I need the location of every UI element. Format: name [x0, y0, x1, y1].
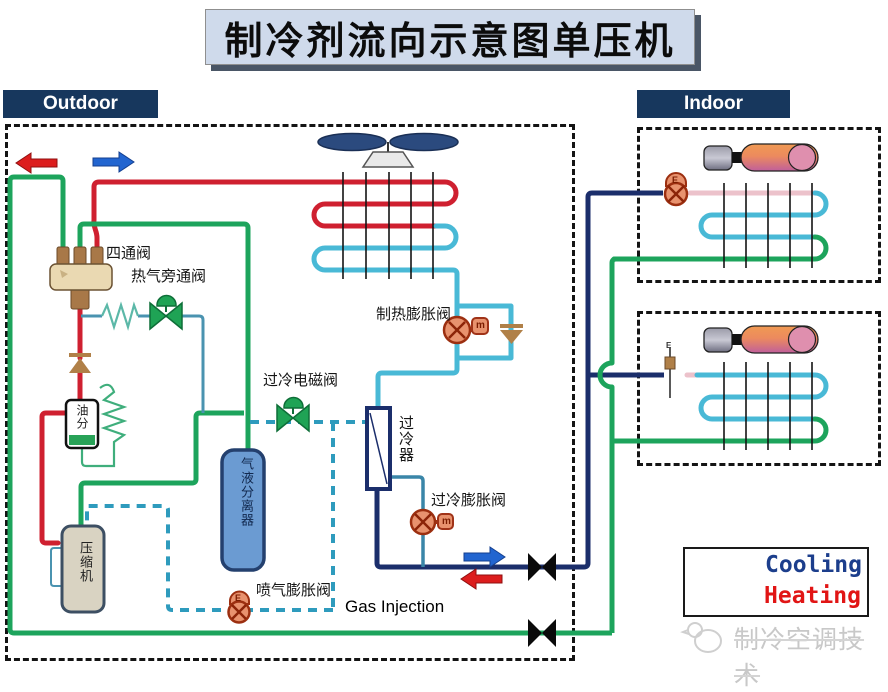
- refrigerant-schematic: [7, 132, 829, 653]
- oil-separator-label: 油分: [75, 404, 89, 430]
- heating-arrow-mid: [460, 568, 503, 590]
- subcool-expansion-valve: [409, 508, 454, 536]
- subcooler: [365, 406, 392, 491]
- indoor1-valve-e-label: E: [672, 175, 679, 185]
- hot-gas-bypass-line: [81, 314, 205, 413]
- watermark-text: 制冷空调技术: [734, 625, 865, 690]
- outdoor-fan: [317, 132, 459, 168]
- indoor1-coil: [611, 190, 829, 262]
- heating-expansion-valve: [442, 315, 489, 345]
- suction-green-pipes: [7, 174, 617, 636]
- indoor-unit-box-1: [637, 127, 881, 283]
- four-way-valve-label: 四通阀: [106, 244, 152, 262]
- subcool-solenoid-valve: [276, 396, 310, 433]
- legend-box: [683, 547, 869, 617]
- gas-injection-expansion-valve-label: 喷气膨胀阀: [256, 581, 332, 599]
- gas-injection-dashed-line: [85, 420, 367, 612]
- check-valve-bypass: [500, 324, 523, 344]
- watermark-logo: [680, 622, 722, 653]
- indoor1-coil-fins: [723, 183, 813, 268]
- oil-separator: [64, 398, 100, 450]
- subcooler-label: 过冷器: [397, 415, 415, 463]
- subcool-solenoid-valve-label: 过冷电磁阀: [263, 371, 339, 389]
- subcool-liquid-pipe: [390, 475, 425, 567]
- bypass-spring-coil: [100, 301, 140, 331]
- outdoor-region-label: Outdoor: [3, 90, 158, 118]
- hot-gas-bypass-valve-label: 热气旁通阀: [131, 267, 207, 285]
- indoor1-expansion-valve: [663, 172, 689, 207]
- gas-injection-expansion-valve: [227, 590, 251, 624]
- legend-cooling-label: Cooling: [765, 552, 862, 578]
- indoor2-expansion-valve: [664, 348, 676, 398]
- cooling-arrow-top: [92, 151, 135, 173]
- indoor-unit-box-2: [637, 311, 881, 466]
- gas-liquid-separator: [220, 448, 266, 572]
- heating-arrow-top: [15, 152, 58, 174]
- gas-service-valve: [528, 619, 556, 647]
- outdoor-coil-fins: [342, 172, 434, 279]
- page-title: 制冷剂流向示意图单压机: [205, 9, 695, 65]
- gas-injection-caption: Gas Injection: [345, 597, 445, 616]
- outdoor-unit-box: [5, 124, 575, 661]
- indoor2-coil: [609, 372, 829, 444]
- check-valve-discharge: [69, 353, 91, 373]
- hot-gas-bypass-valve: [149, 294, 183, 331]
- compressor-sight-tube: [50, 547, 63, 587]
- legend-heating-label: Heating: [764, 583, 861, 609]
- cooling-arrow-mid: [463, 546, 506, 568]
- four-way-valve: [49, 246, 113, 310]
- gas-liquid-separator-label: 气液分离器: [238, 457, 253, 527]
- indoor-region-label: Indoor: [637, 90, 790, 118]
- oil-return-capillary: [80, 383, 128, 468]
- liquid-service-valve: [528, 553, 556, 581]
- subcool-exv-motor-label: m: [442, 516, 451, 527]
- indoor2-fan: [703, 325, 819, 354]
- indoor1-fan: [703, 143, 819, 172]
- compressor: [60, 524, 106, 614]
- indoor2-valve-e-label: E: [666, 341, 672, 350]
- injection-valve-e-label: E: [235, 593, 242, 603]
- compressor-label: 压缩机: [77, 541, 92, 583]
- heating-expansion-valve-label: 制热膨胀阀: [376, 305, 452, 323]
- heating-exv-motor-label: m: [476, 320, 485, 331]
- subcool-expansion-valve-label: 过冷膨胀阀: [431, 491, 507, 509]
- indoor2-coil-fins: [723, 362, 813, 450]
